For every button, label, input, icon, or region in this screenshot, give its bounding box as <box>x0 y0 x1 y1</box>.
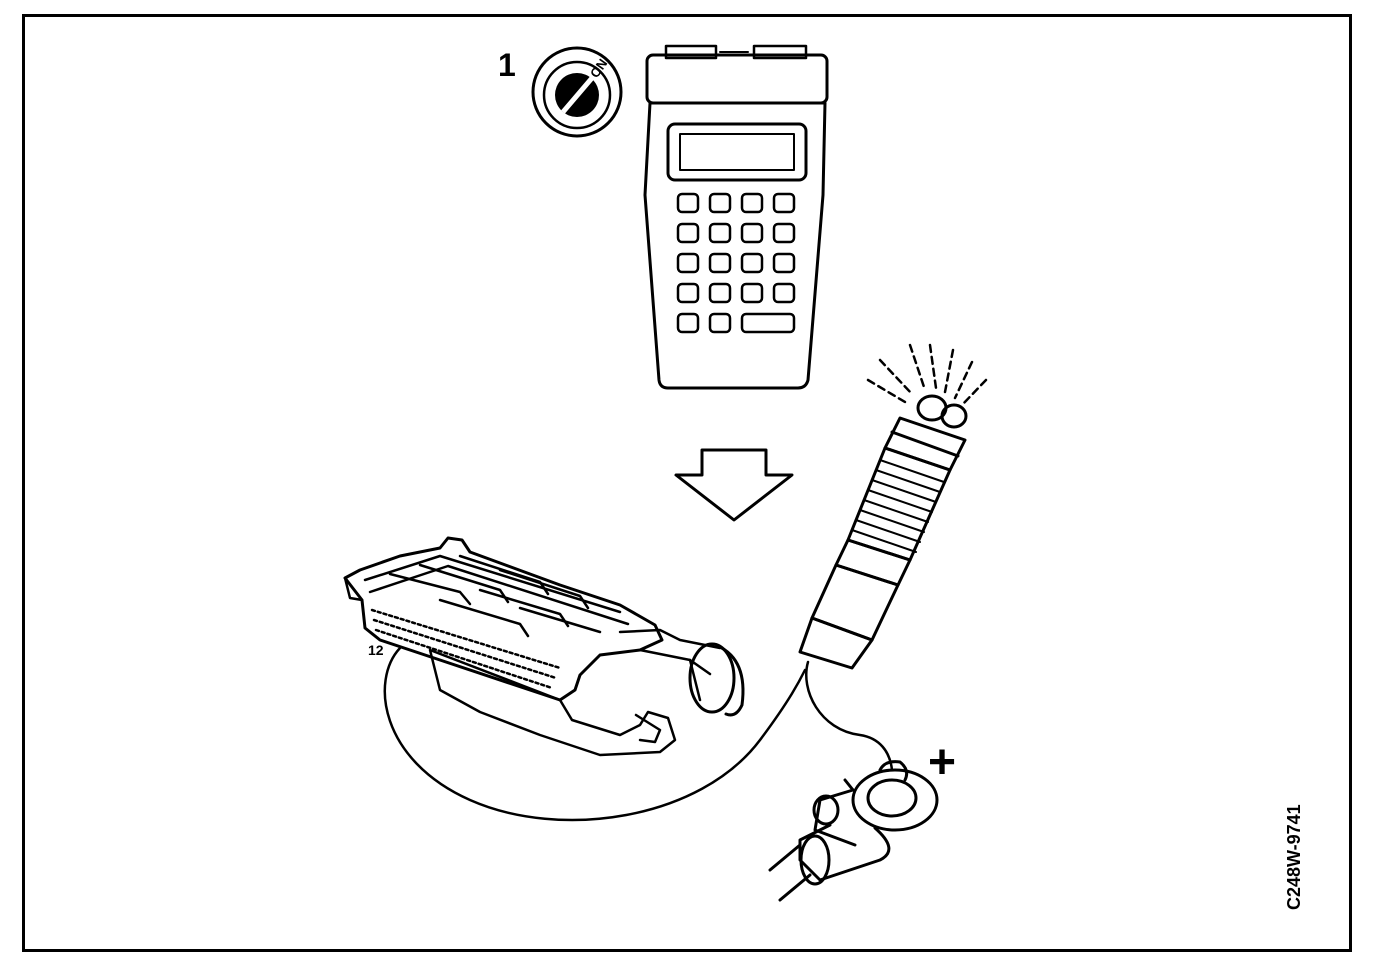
pin-number-label: 12 <box>368 642 384 658</box>
step-number-label: 1 <box>498 47 516 83</box>
diagram-frame <box>22 14 1352 952</box>
ignition-key-switch-icon: ON <box>531 46 623 138</box>
test-lamp-icon <box>798 343 988 772</box>
battery-positive-terminal-icon <box>768 760 939 902</box>
polarity-label: + <box>928 736 956 789</box>
ecu-connector-icon <box>343 536 745 757</box>
down-arrow-icon <box>674 448 794 522</box>
figure-code-label: C248W-9741 <box>1284 804 1304 910</box>
probe-wire <box>383 646 807 822</box>
handheld-scan-tool-icon <box>643 44 829 390</box>
